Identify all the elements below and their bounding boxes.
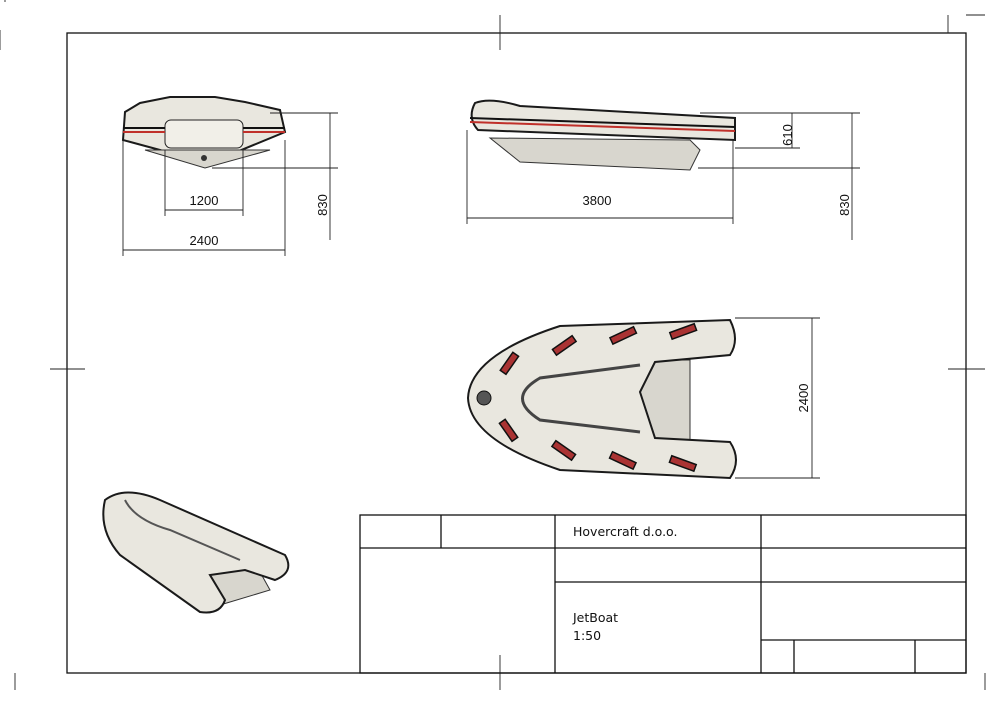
isometric-view [102,491,290,614]
dim-front-overall-beam: 2400 [190,233,219,248]
dim-front-inner-beam: 1200 [190,193,219,208]
front-view [121,96,287,169]
drawing-scale: 1:50 [573,628,601,643]
title-block [359,514,967,674]
dim-top-beam: 2400 [796,384,811,413]
top-view-dimensions [735,317,820,479]
dim-side-height: 830 [837,194,852,216]
top-view [466,318,737,480]
side-view-dimensions [466,112,860,240]
dim-side-tube-height: 610 [780,124,795,146]
front-view-dimensions [122,112,338,256]
part-name: JetBoat [572,610,618,625]
centering-marks [0,0,986,690]
dim-side-length: 3800 [583,193,612,208]
tube-handles [498,322,698,473]
company-name: Hovercraft d.o.o. [573,524,677,539]
side-view [469,99,736,171]
dim-front-height: 830 [315,194,330,216]
